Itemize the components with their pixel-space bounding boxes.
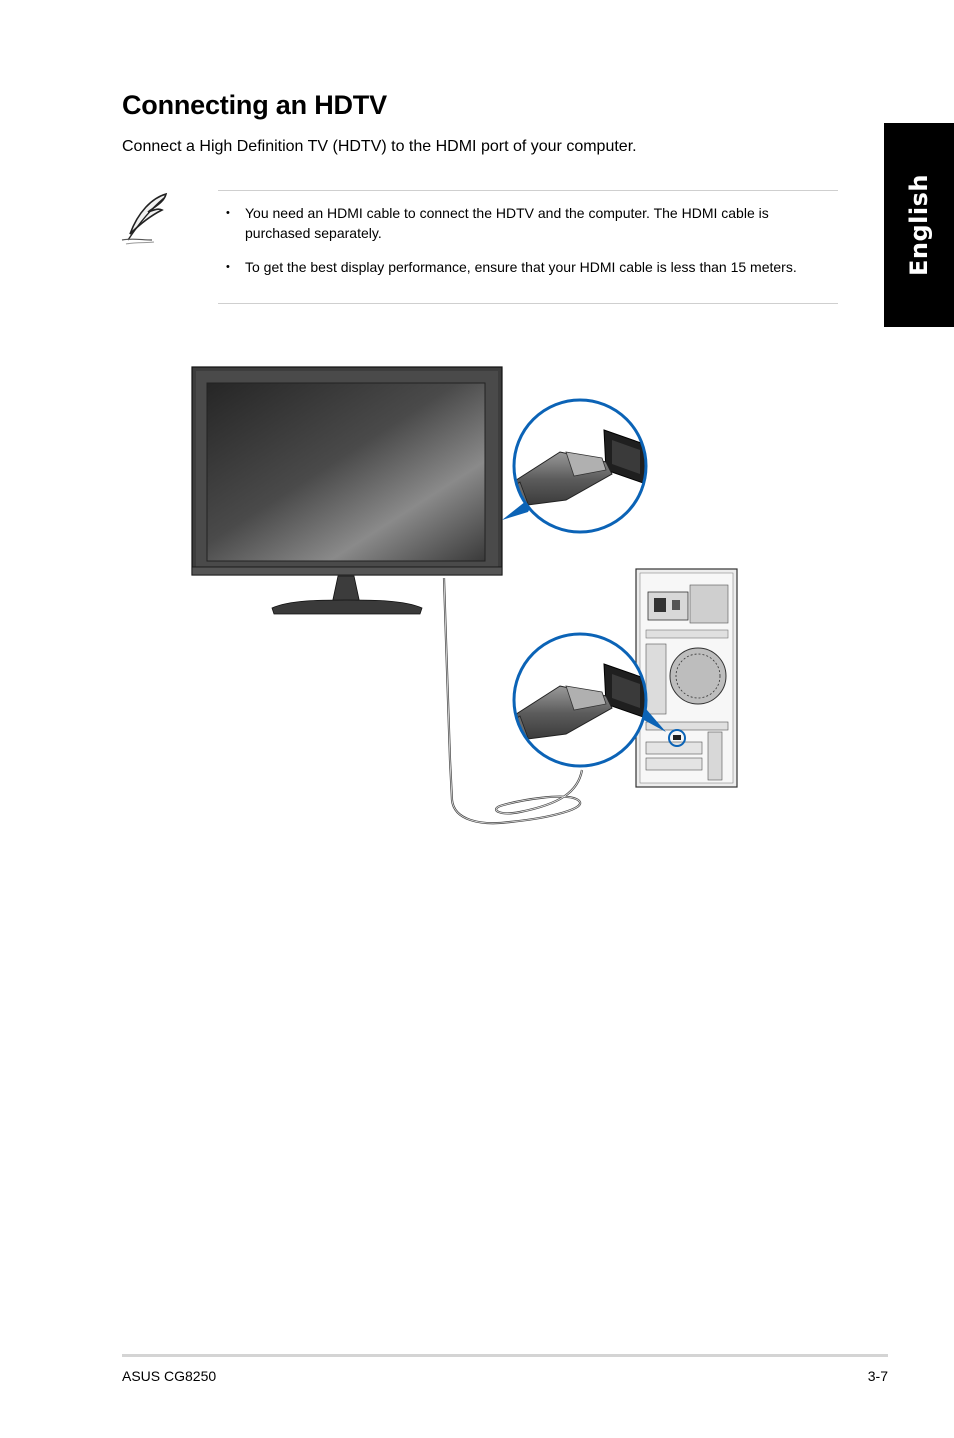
intro-text: Connect a High Definition TV (HDTV) to t… bbox=[122, 138, 637, 155]
desktop-tower bbox=[635, 568, 738, 788]
hdmi-connector-tv bbox=[512, 398, 648, 534]
note-item-text: You need an HDMI cable to connect the HD… bbox=[245, 205, 769, 241]
hdmi-connector-pc bbox=[512, 632, 648, 768]
page-title: Connecting an HDTV bbox=[122, 90, 387, 120]
footer-model: ASUS CG8250 bbox=[122, 1368, 217, 1384]
language-tab: English bbox=[884, 123, 954, 327]
page-number: 3-7 bbox=[867, 1368, 888, 1384]
feather-pen-icon bbox=[121, 192, 168, 245]
bullet-mark: • bbox=[226, 207, 230, 219]
hdtv-monitor bbox=[191, 366, 503, 615]
note-box: • You need an HDMI cable to connect the … bbox=[218, 190, 838, 304]
bullet-mark: • bbox=[226, 261, 230, 273]
note-item: • To get the best display performance, e… bbox=[226, 257, 825, 277]
note-item-text: To get the best display performance, ens… bbox=[245, 259, 797, 275]
hdtv-connection-illustration bbox=[191, 366, 738, 825]
language-tab-label: English bbox=[905, 174, 933, 276]
note-item: • You need an HDMI cable to connect the … bbox=[226, 203, 825, 243]
footer-divider bbox=[122, 1354, 888, 1357]
